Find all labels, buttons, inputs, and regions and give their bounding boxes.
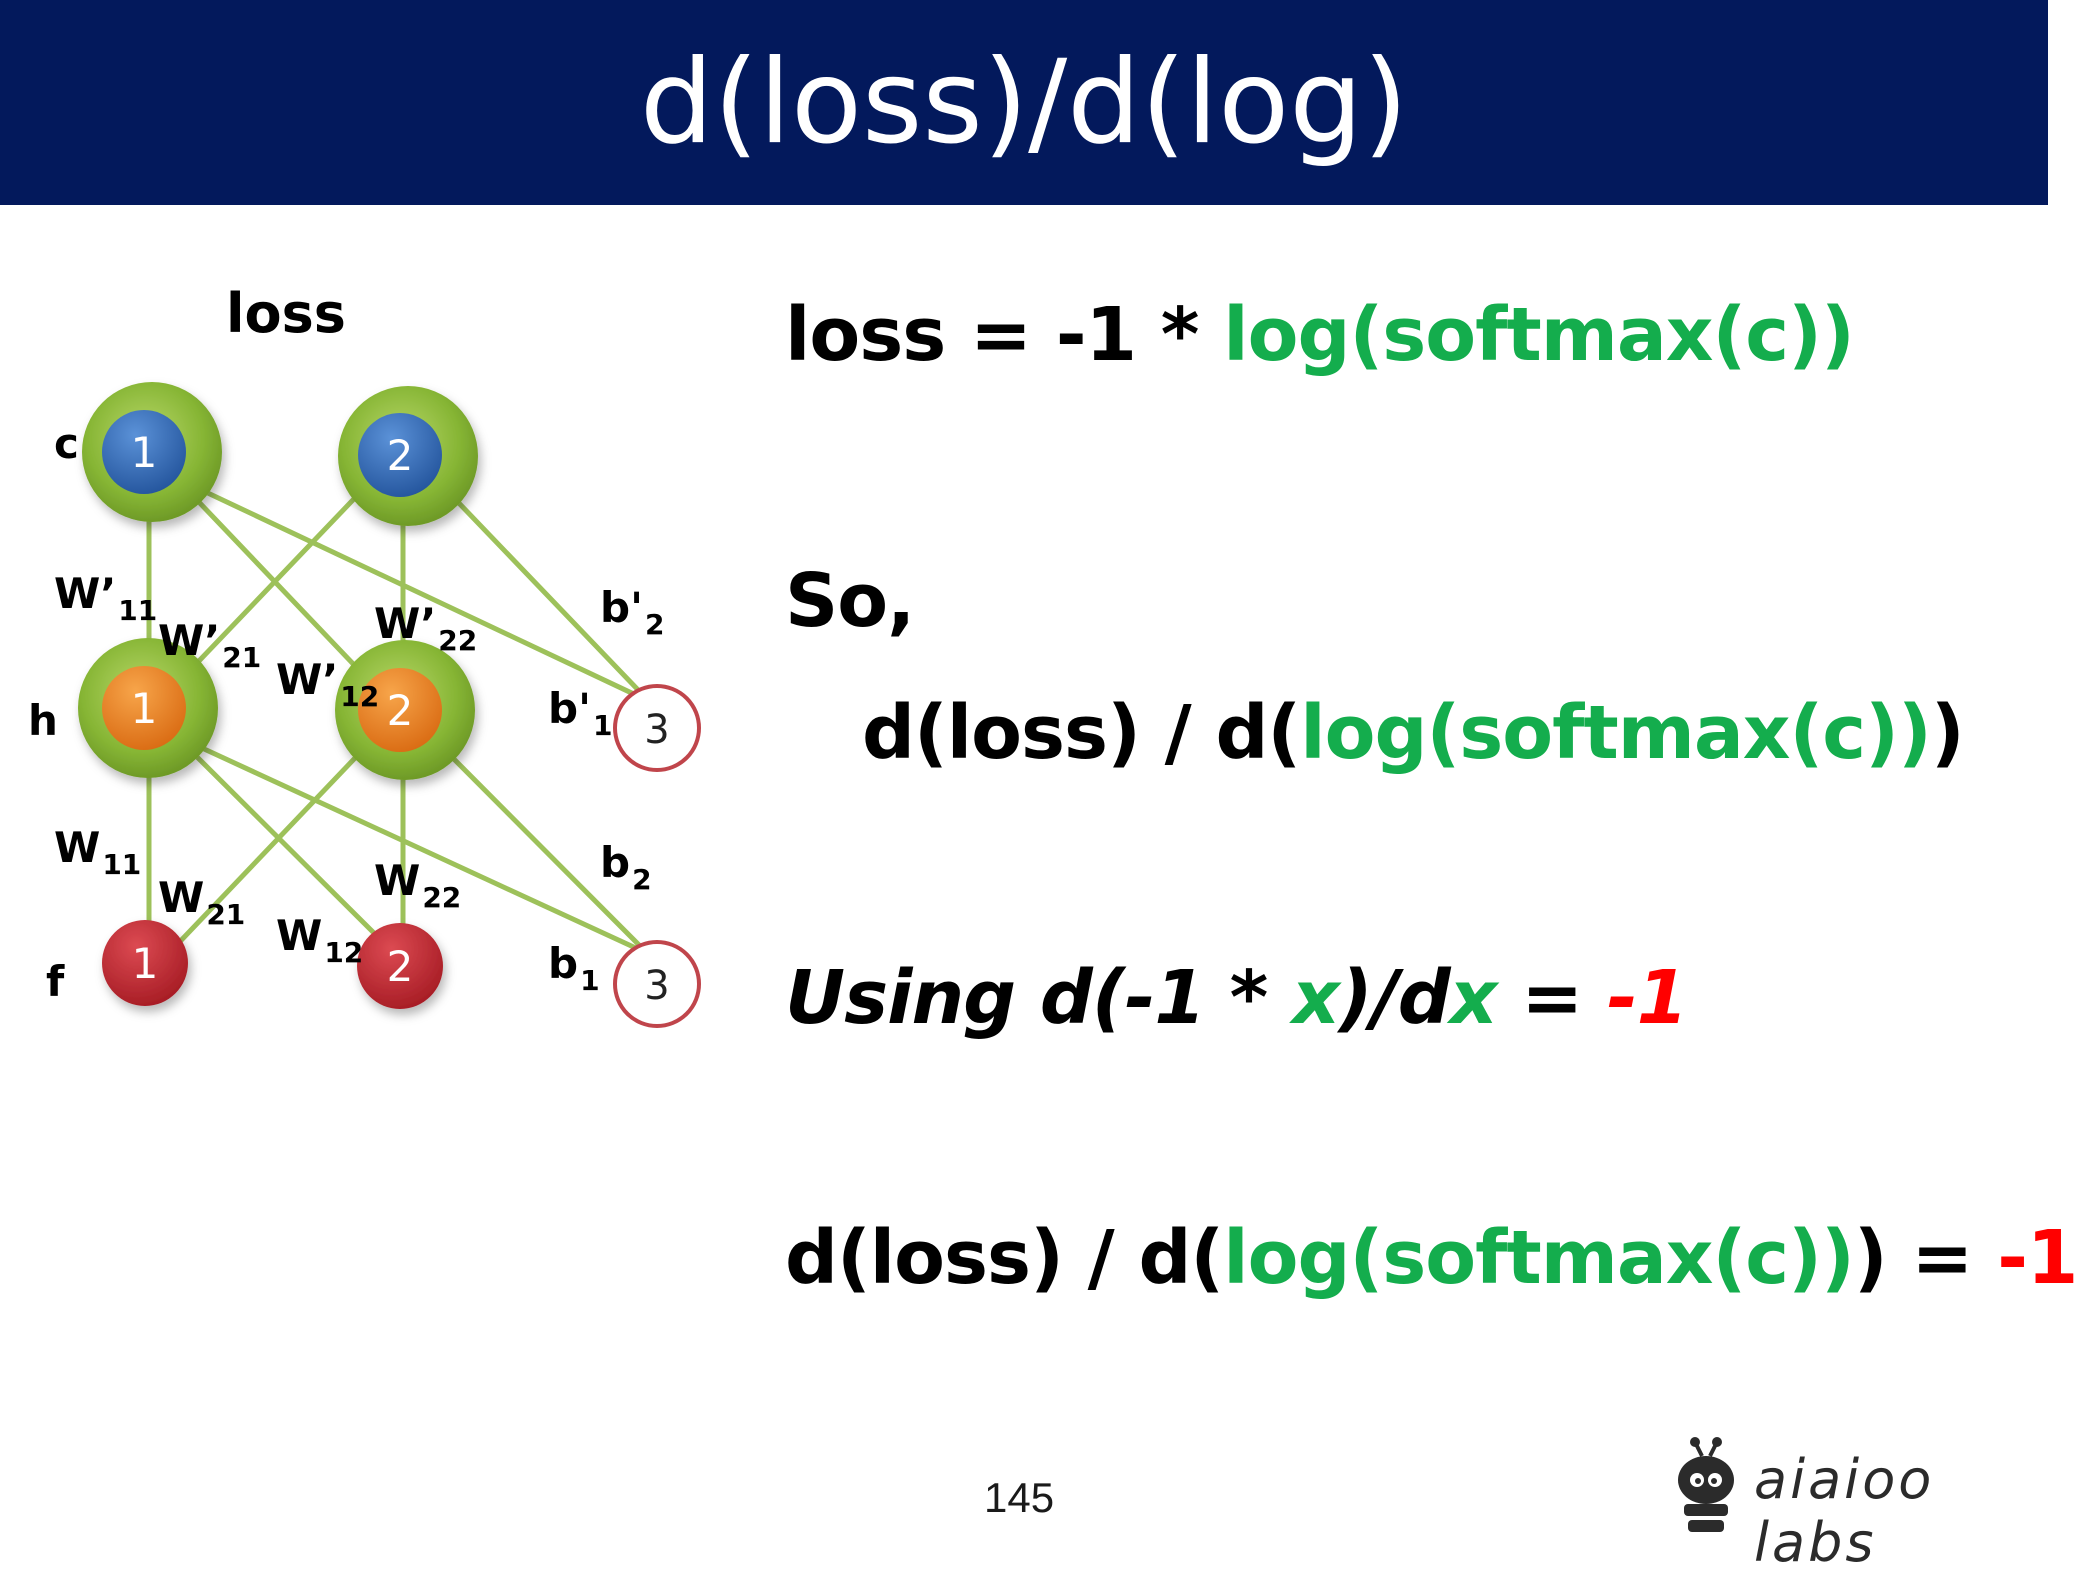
c-row-label: c	[54, 419, 79, 468]
weight-label-w11-prime: W’11	[54, 569, 157, 627]
f-bias-node	[613, 940, 701, 1028]
slide-title: d(loss)/d(log)	[639, 35, 1409, 170]
edge	[174, 478, 374, 687]
c2-node	[358, 413, 442, 497]
equation-result: -1	[1997, 1215, 2077, 1301]
f1-node-label: 1	[132, 939, 159, 988]
weight-label-w22: W22	[374, 856, 461, 914]
c1-node-label: 1	[131, 428, 158, 477]
bias-label-b2-prime: b'2	[600, 583, 664, 641]
weight-label-w11: W11	[54, 823, 141, 881]
h2-node-label: 2	[387, 686, 414, 735]
c2-node-label: 2	[387, 431, 414, 480]
equation-derivative-rule: Using d(-1 * x)/dx = -1	[785, 955, 1688, 1041]
weight-label-w22-prime: W’22	[374, 599, 477, 657]
equation-text: ) =	[1853, 1215, 1998, 1301]
equation-text: )	[1930, 690, 1965, 776]
equation-result: -1	[1606, 955, 1688, 1041]
equation-text: Using d(-1 *	[785, 955, 1293, 1041]
h2-node	[358, 668, 442, 752]
equation-variable-x: x	[1449, 955, 1498, 1041]
f-row-label: f	[46, 957, 65, 1006]
weight-label-w21-prime: W’21	[158, 616, 261, 674]
h-bias-node-label: 3	[644, 707, 669, 753]
h-bias-node	[613, 684, 701, 772]
neural-network-diagram: 1 2 1 2 3 1 2 3 loss c h f W’11 W’21 W’1…	[28, 282, 701, 1028]
equation-text: d(loss) / d(	[862, 690, 1301, 776]
edge	[430, 473, 644, 696]
h1-node	[102, 666, 186, 750]
weight-label-w12: W12	[276, 911, 363, 969]
equation-text: So,	[785, 558, 915, 644]
edge	[174, 475, 640, 699]
title-bar: d(loss)/d(log)	[0, 0, 2048, 205]
bias-label-b1: b1	[548, 939, 600, 997]
edge	[168, 734, 378, 954]
weight-label-w12-prime: W’12	[276, 655, 379, 713]
edge	[174, 476, 380, 692]
equation-log-softmax: log(softmax(c))	[1223, 1215, 1855, 1301]
c1-node	[102, 410, 186, 494]
equation-text: d(loss) / d(	[785, 1215, 1224, 1301]
loss-label: loss	[226, 282, 346, 345]
edge	[174, 734, 388, 947]
equation-text: loss = -1 *	[785, 292, 1224, 378]
weight-label-w21: W21	[158, 873, 245, 931]
f-bias-node-label: 3	[644, 963, 669, 1009]
equation-log-softmax: log(softmax(c))	[1300, 690, 1932, 776]
equation-log-softmax: log(softmax(c))	[1223, 292, 1855, 378]
h1-node-label: 1	[131, 684, 158, 733]
page-number: 145	[984, 1474, 1055, 1521]
f1-node	[102, 920, 188, 1006]
bias-label-b2: b2	[600, 838, 652, 896]
equation-loss-definition: loss = -1 * log(softmax(c))	[785, 292, 1855, 378]
equation-derivative-result: d(loss) / d(log(softmax(c))) = -1	[785, 1215, 2077, 1301]
robot-logo-icon	[1678, 1437, 1734, 1532]
equation-text: )/d	[1338, 955, 1451, 1041]
h-row-label: h	[28, 696, 58, 745]
edge	[174, 733, 642, 953]
bias-label-b1-prime: b'1	[548, 684, 612, 742]
logo-text: aiaioo labs	[1754, 1448, 1935, 1574]
equation-so: So,	[785, 558, 915, 644]
f2-node	[357, 923, 443, 1009]
equation-variable-x: x	[1292, 955, 1340, 1041]
f2-node-label: 2	[387, 942, 414, 991]
equation-derivative-expression: d(loss) / d(log(softmax(c)))	[862, 690, 1965, 776]
equation-text: =	[1496, 955, 1607, 1041]
edge	[426, 731, 644, 950]
